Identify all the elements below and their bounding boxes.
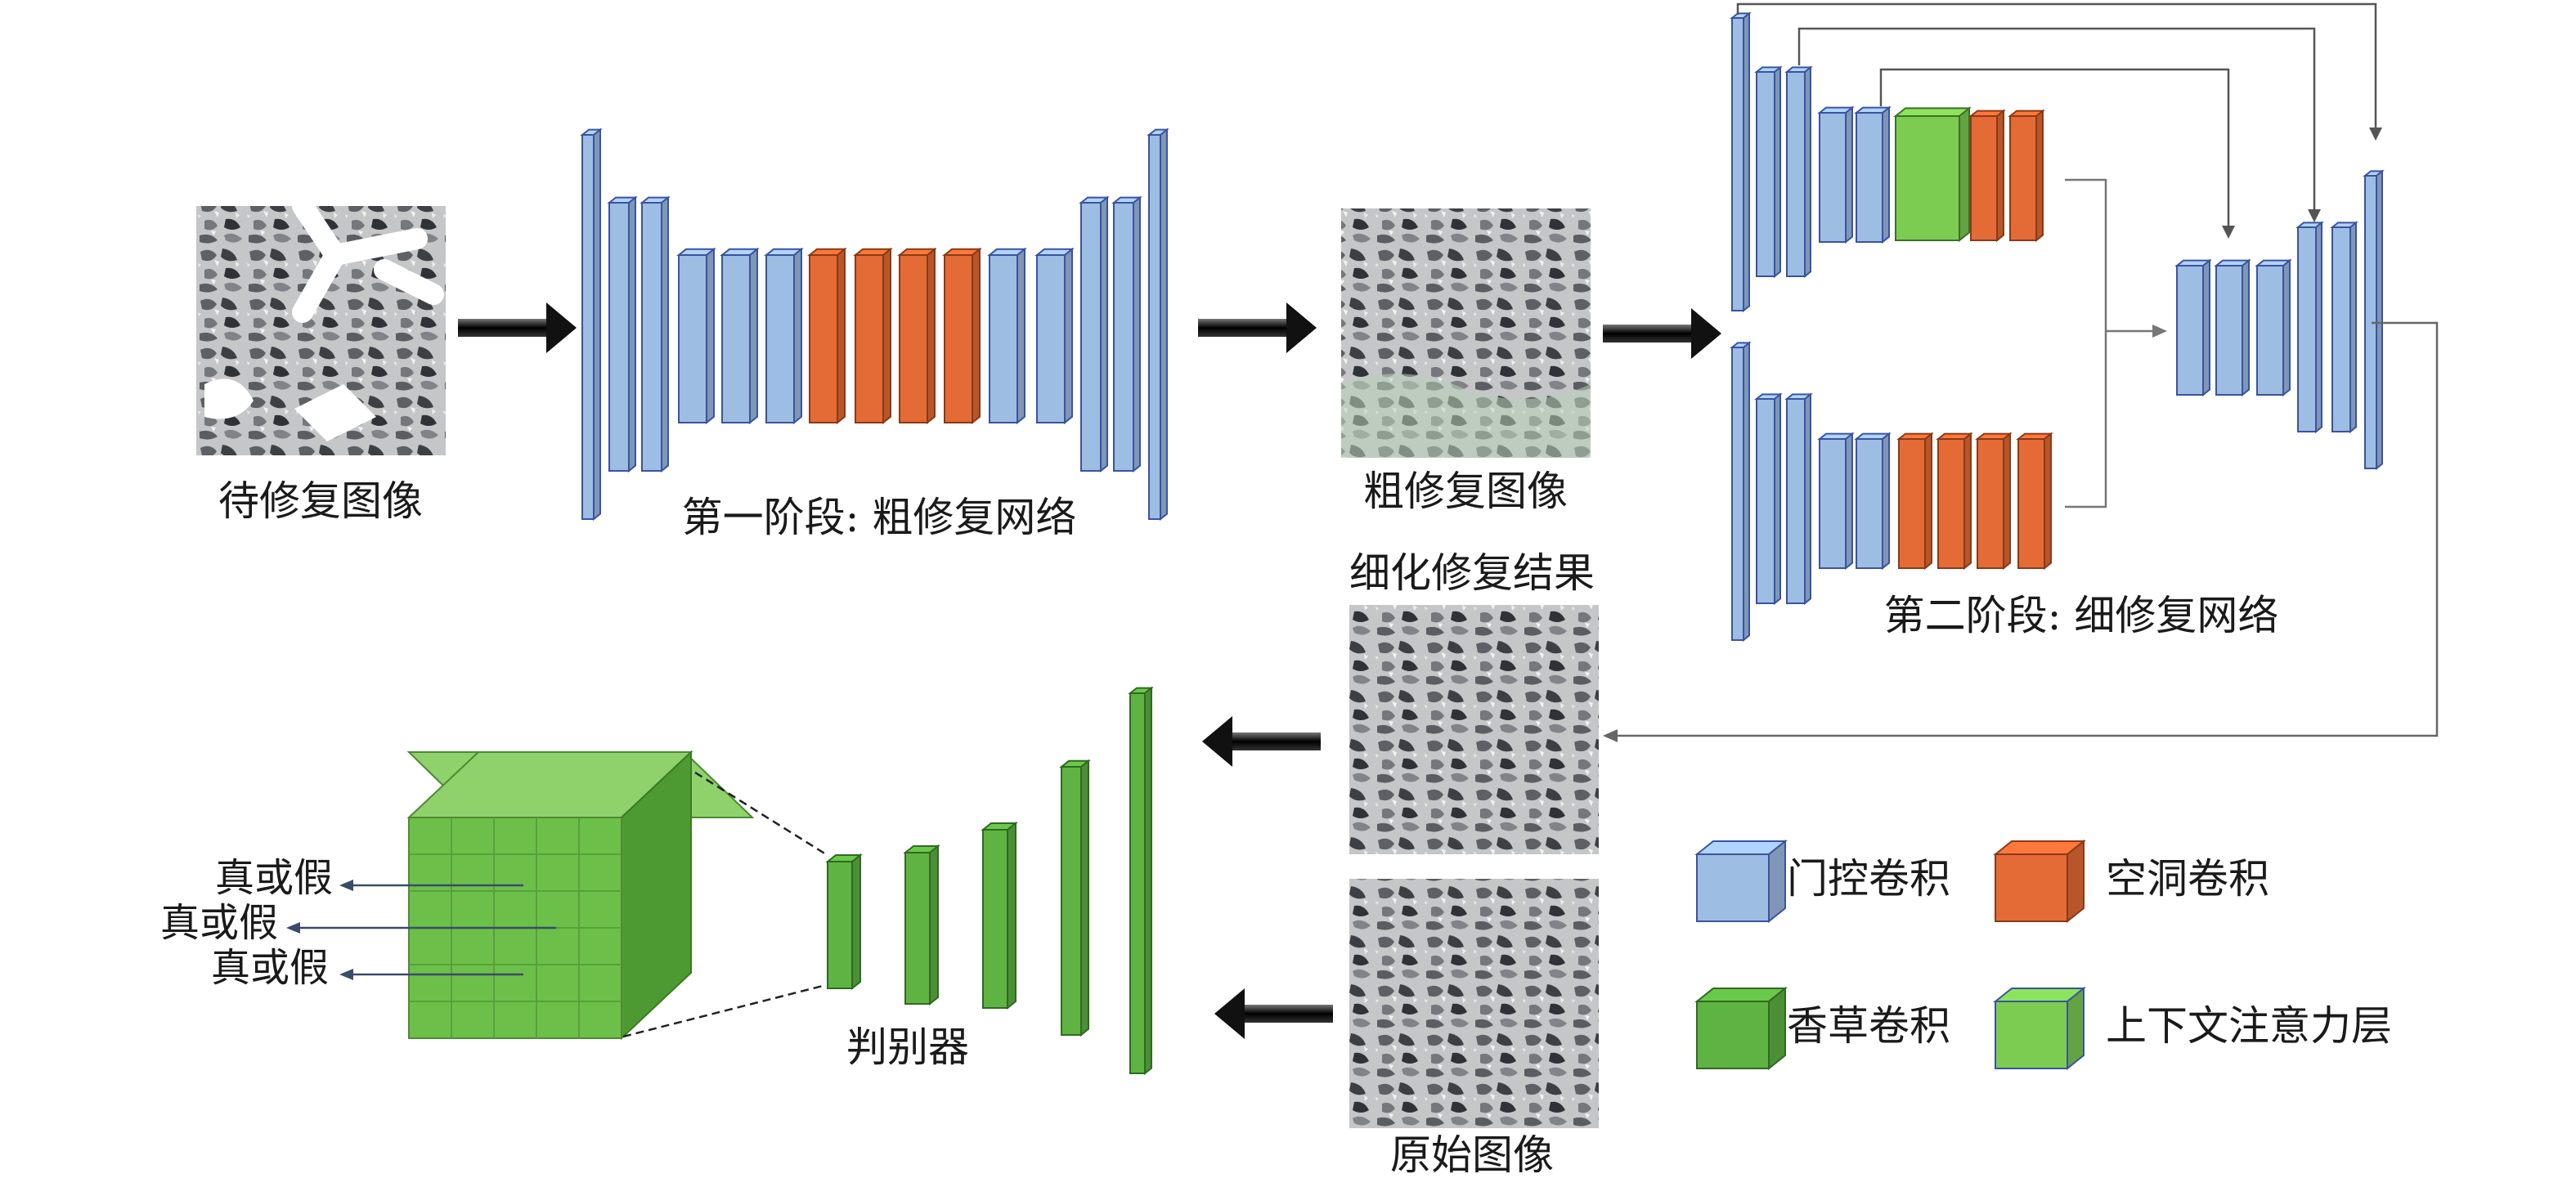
gated-conv-block	[1817, 432, 1855, 571]
context-attention-block	[1893, 106, 1972, 243]
gated-conv-block	[1111, 195, 1142, 473]
real-or-fake-label: 真或假	[211, 945, 329, 991]
stage2-label: 第二阶段: 细修复网络	[1884, 592, 2279, 639]
gated-conv-block	[1754, 392, 1783, 606]
big-arrow-stage1-to-coarse	[1198, 302, 1317, 353]
gated-conv-block	[2214, 258, 2251, 397]
big-arrow-refined-to-disc	[1202, 716, 1321, 767]
gated-conv-block	[676, 247, 716, 425]
dilated-conv-block	[2008, 109, 2045, 243]
legend-swatch-1	[1993, 839, 2086, 924]
gated-conv-block	[1730, 341, 1752, 643]
vanilla-conv-block	[1128, 686, 1154, 1076]
branch-merge-lines	[2065, 178, 2167, 508]
refined-result-label: 细化修复结果	[1349, 549, 1595, 597]
vanilla-conv-block	[903, 844, 940, 1006]
legend-swatch-3	[1993, 986, 2086, 1071]
gated-conv-block	[1817, 105, 1855, 244]
legend-swatch-0	[1694, 839, 1788, 924]
input-image	[196, 195, 446, 455]
discriminator-layers	[825, 686, 1154, 1076]
gated-conv-block	[1754, 65, 1783, 279]
gated-conv-block	[987, 247, 1027, 425]
dilated-conv-block	[807, 247, 847, 425]
gated-conv-block	[1034, 247, 1075, 425]
vanilla-conv-block	[1059, 759, 1091, 1037]
dilated-conv-block	[1896, 432, 1934, 571]
dilated-conv-block	[942, 247, 982, 425]
dilated-conv-block	[1936, 432, 1973, 571]
gated-conv-block	[720, 247, 760, 425]
dilated-conv-block	[1968, 109, 2006, 243]
gated-conv-block	[1079, 195, 1110, 473]
stage1-label: 第一阶段: 粗修复网络	[682, 494, 1077, 541]
legend-label-gated: 门控卷积	[1787, 855, 1950, 903]
gated-conv-block	[580, 128, 603, 522]
vanilla-conv-block	[981, 821, 1018, 1010]
coarse-image	[1341, 208, 1591, 458]
gated-conv-block	[2174, 258, 2212, 397]
gated-conv-block	[1854, 432, 1892, 571]
real-or-fake-label: 真或假	[160, 900, 278, 946]
gated-conv-block	[1784, 392, 1813, 606]
gated-conv-block	[1854, 105, 1892, 244]
legend-swatch-2	[1694, 986, 1788, 1071]
real-or-fake-label: 真或假	[215, 855, 333, 901]
skip-connections	[1736, 2, 2382, 239]
gated-conv-block	[2255, 258, 2292, 397]
gated-conv-block	[2296, 221, 2324, 434]
output-feedback-line	[1603, 321, 2439, 742]
gated-conv-block	[764, 247, 804, 425]
coarse-network-layers	[580, 128, 1169, 522]
legend	[1694, 839, 2086, 1071]
legend-label-attention: 上下文注意力层	[2106, 1002, 2392, 1050]
dilated-conv-block	[2016, 432, 2053, 571]
gated-conv-block	[2330, 221, 2358, 434]
dilated-conv-block	[1975, 432, 2013, 571]
dilated-conv-block	[897, 247, 937, 425]
gated-conv-block	[1147, 128, 1169, 522]
gated-conv-block	[640, 195, 671, 473]
original-image	[1349, 879, 1599, 1128]
original-image-label: 原始图像	[1390, 1131, 1554, 1178]
big-arrow-coarse-to-stage2	[1603, 308, 1721, 359]
gated-conv-block	[1730, 11, 1752, 313]
gated-conv-block	[607, 195, 638, 473]
discriminator-label: 判别器	[846, 1023, 969, 1071]
gated-conv-block	[1784, 65, 1813, 279]
vanilla-conv-block	[825, 853, 863, 991]
big-arrow-input-to-stage1	[458, 302, 577, 353]
dilated-conv-block	[853, 247, 893, 425]
legend-label-vanilla: 香草卷积	[1787, 1002, 1950, 1050]
real-fake-arrows	[286, 880, 556, 980]
legend-label-dilated: 空洞卷积	[2106, 855, 2269, 903]
coarse-image-label: 粗修复图像	[1363, 468, 1568, 515]
refine-network-layers	[1730, 11, 2385, 643]
input-image-label: 待修复图像	[218, 477, 423, 525]
gated-conv-block	[2363, 169, 2385, 471]
big-arrow-original-to-disc	[1214, 988, 1333, 1039]
output-patch-cube	[406, 750, 827, 1041]
refined-result-image	[1349, 605, 1599, 854]
